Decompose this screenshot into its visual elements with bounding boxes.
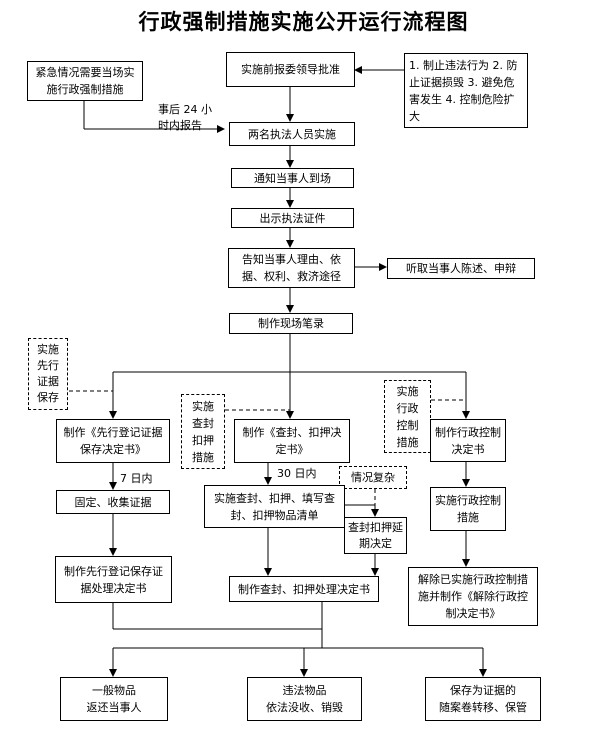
seal-decision-box: 制作《查封、扣押决定书》: [234, 419, 350, 463]
show-id-box: 出示执法证件: [231, 208, 354, 228]
fix-evidence-box: 固定、收集证据: [56, 490, 170, 514]
do-control-box: 实施行政控制措施: [430, 487, 506, 531]
emergency-box: 紧急情况需要当场实施行政强制措施: [27, 61, 143, 101]
days-30-label: 30 日内: [277, 467, 317, 480]
seal-handling-box: 制作查封、扣押处理决定书: [229, 576, 379, 602]
do-seal-box: 实施查封、扣押、填写查封、扣押物品清单: [204, 485, 345, 528]
evidence-method-box: 实施先行证据保存: [28, 338, 68, 410]
seal-method-box: 实施查封扣押措施: [181, 394, 225, 469]
extend-box: 查封扣押延期决定: [344, 517, 407, 554]
approval-box: 实施前报委领导批准: [226, 52, 355, 87]
two-officers-box: 两名执法人员实施: [229, 122, 355, 146]
control-method-box: 实施行政控制措施: [384, 380, 431, 453]
conditions-box: 1. 制止违法行为 2. 防止证据损毁 3. 避免危害发生 4. 控制危险扩大: [404, 53, 528, 128]
evidence-handling-box: 制作先行登记保存证据处理决定书: [55, 556, 172, 603]
kept-evidence-box: 保存为证据的 随案卷转移、保管: [425, 677, 541, 721]
general-items-box: 一般物品 返还当事人: [60, 677, 168, 721]
control-decision-box: 制作行政控制决定书: [430, 419, 506, 462]
evidence-decision-box: 制作《先行登记证据保存决定书》: [56, 419, 170, 463]
complex-box: 情况复杂: [339, 466, 407, 489]
days-7-label: 7 日内: [120, 472, 153, 485]
report-24h-label: 事后 24 小时内报告: [158, 103, 212, 132]
release-control-box: 解除已实施行政控制措施并制作《解除行政控制决定书》: [408, 567, 538, 626]
record-box: 制作现场笔录: [229, 313, 353, 334]
inform-box: 告知当事人理由、依据、权利、救济途径: [228, 248, 355, 288]
notify-box: 通知当事人到场: [231, 168, 354, 188]
page-title: 行政强制措施实施公开运行流程图: [138, 9, 469, 34]
hear-box: 听取当事人陈述、申辩: [387, 258, 535, 279]
illegal-items-box: 违法物品 依法没收、销毁: [247, 677, 362, 721]
